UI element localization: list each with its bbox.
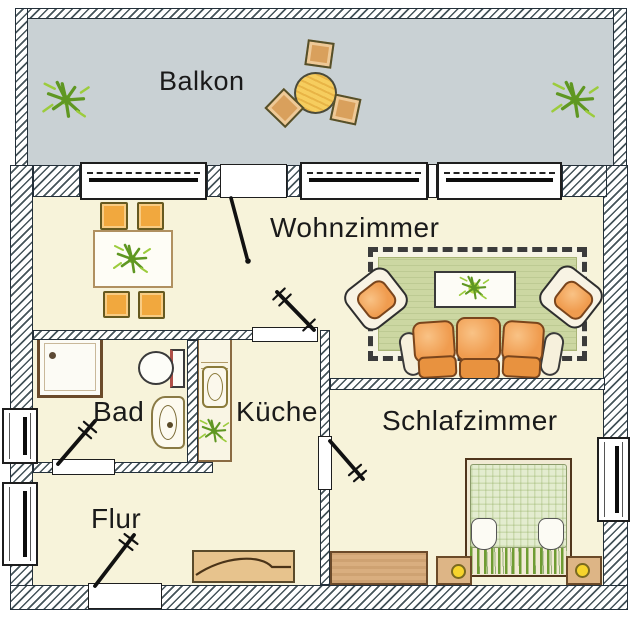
dining-table [93, 230, 173, 288]
wall-outer-right [603, 165, 628, 610]
armchair-cushion [550, 277, 597, 324]
dining-chair [138, 291, 165, 319]
armchair-cushion [353, 276, 400, 323]
wall-segment [562, 165, 607, 197]
sideboard [192, 550, 295, 583]
window [300, 162, 428, 200]
wall-livingroom-bedroom [330, 378, 605, 390]
sofa-seat [417, 354, 458, 380]
bed-pillow [471, 518, 497, 550]
dining-chair [100, 202, 128, 230]
window [80, 162, 207, 200]
nightstand [566, 556, 602, 585]
sofa-seat [459, 358, 500, 380]
lamp-icon [451, 564, 466, 579]
lamp-icon [575, 563, 590, 578]
window-mullion [428, 164, 437, 198]
coffee-table [434, 271, 516, 308]
window [2, 408, 38, 464]
dining-chair [137, 202, 164, 230]
sofa-seat [501, 354, 542, 380]
wall-segment [33, 165, 80, 197]
window [437, 162, 562, 200]
shower [37, 336, 103, 398]
room-label-flur: Flur [91, 503, 142, 534]
wall-balcony-left [15, 8, 28, 167]
door-opening-bedroom [318, 436, 332, 490]
wall-segment [287, 165, 300, 197]
balcony-chair [329, 93, 362, 126]
window [597, 437, 630, 522]
sofa-cushion [456, 317, 501, 361]
wall-balcony-top [15, 8, 627, 19]
room-label-bad: Bad [93, 396, 145, 427]
bed-pillow [538, 518, 564, 550]
door-opening-balcony [220, 164, 287, 198]
kitchen-sink [202, 366, 228, 408]
toilet-bowl [138, 351, 174, 385]
window [2, 482, 38, 566]
dining-chair [103, 291, 130, 318]
washbasin [151, 396, 185, 449]
room-label-balkon: Balkon [159, 66, 245, 96]
nightstand [436, 556, 472, 585]
room-label-kueche: Küche [236, 396, 318, 427]
room-label-schlafzimmer: Schlafzimmer [382, 405, 558, 436]
balcony-chair [304, 39, 335, 69]
door-opening-bathroom [52, 459, 115, 475]
door-opening-kitchen [252, 327, 318, 342]
bed-valance [470, 546, 567, 574]
wall-bath-kitchen [187, 340, 198, 472]
wall-bath-hall [33, 462, 213, 473]
dresser [330, 551, 428, 585]
room-label-wohnzimmer: Wohnzimmer [270, 212, 440, 243]
wall-balcony-right [613, 8, 627, 167]
door-opening-entrance [88, 583, 162, 609]
wall-livingroom-bath [33, 330, 253, 340]
